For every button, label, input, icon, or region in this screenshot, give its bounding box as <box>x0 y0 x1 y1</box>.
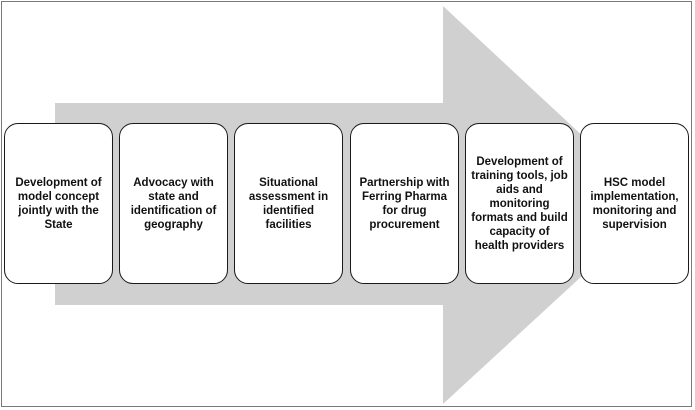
step-box-5: Development of training tools, job aids … <box>465 123 574 284</box>
step-box-4: Partnership with Ferring Pharma for drug… <box>350 123 459 284</box>
step-label-6: HSC model implementation, monitoring and… <box>590 176 679 231</box>
step-box-1: Development of model concept jointly wit… <box>4 123 113 284</box>
step-box-3: Situational assessment in identified fac… <box>234 123 343 284</box>
step-label-3: Situational assessment in identified fac… <box>248 176 329 231</box>
step-box-6: HSC model implementation, monitoring and… <box>580 123 689 284</box>
step-label-2: Advocacy with state and identification o… <box>130 176 217 231</box>
step-box-2: Advocacy with state and identification o… <box>119 123 228 284</box>
step-label-4: Partnership with Ferring Pharma for drug… <box>359 176 450 231</box>
step-label-1: Development of model concept jointly wit… <box>15 176 102 231</box>
step-label-5: Development of training tools, job aids … <box>471 155 568 252</box>
